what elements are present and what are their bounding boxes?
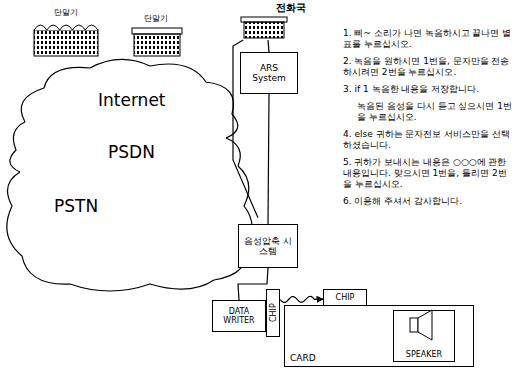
node-label: CHIP — [268, 304, 277, 323]
network-name: Internet — [96, 90, 168, 110]
node-label: SPEAKER — [406, 350, 442, 359]
building-roof — [34, 25, 98, 30]
node-label: 전화국 — [276, 2, 306, 14]
speaker-symbol — [410, 310, 432, 340]
node-label: 단말기 — [144, 14, 168, 23]
office-building — [241, 17, 287, 38]
connector-line — [268, 40, 269, 52]
node-label: CHIP — [336, 293, 355, 302]
instruction-text: 1. 삐~ 소리가 나면 녹음하시고 끝나면 별표를 누르십시오. — [343, 28, 513, 50]
network-name: PSTN — [52, 196, 100, 216]
terminal-node: 단말기 — [128, 12, 184, 58]
instruction-text: 3. if 1 녹음한 내용을 저장합니다. — [343, 84, 513, 95]
terminal-building — [34, 25, 98, 56]
building-body — [134, 34, 180, 56]
node-label: CARD — [290, 353, 316, 363]
process-box: ARS System — [240, 52, 298, 94]
instruction-text: 4. else 귀하는 문자전보 서비스만을 선택하셨습니다. — [343, 129, 513, 151]
node-label: 음성압축 시스템 — [241, 236, 295, 257]
telephone-office: 전화국 — [236, 0, 308, 40]
instruction-text: 5. 귀하가 보내시는 내용은 ○○○에 관한 내용입니다. 맞으시면 1번을,… — [343, 157, 513, 190]
network-name: PSDN — [106, 142, 157, 162]
building-body — [244, 22, 284, 38]
instruction-text: 6. 이용해 주셔서 감사합니다. — [343, 196, 513, 207]
process-box: 음성압축 시스템 — [238, 224, 298, 268]
speaker-magnet — [410, 318, 418, 332]
process-box: DATA WRITER — [212, 300, 266, 332]
chip-box: CHIP — [323, 289, 367, 306]
cloud-outline — [21, 59, 238, 138]
connector-line — [238, 268, 268, 300]
node-label: 단말기 — [54, 8, 78, 17]
network-cloud-node: InternetPSDN PSTN — [0, 56, 258, 294]
building-roof — [241, 17, 287, 22]
instruction-text: 2. 녹음을 원하시면 1번을, 문자만을 전송하시려면 2번을 누르십시오. — [343, 56, 513, 78]
signal-arrow — [280, 296, 323, 302]
building-body — [34, 30, 98, 56]
cloud-outline — [10, 122, 240, 172]
instruction-text: 녹음된 음성을 다시 듣고 싶으시면 1번을 누르십시오. — [343, 101, 513, 123]
chip-box: CHIP — [266, 289, 280, 337]
terminal-building — [132, 28, 182, 56]
instruction-list: 1. 삐~ 소리가 나면 녹음하시고 끝나면 별표를 누르십시오. 2. 녹음을 … — [343, 28, 513, 213]
connector-line — [268, 94, 269, 224]
speaker-box: SPEAKER — [393, 310, 455, 362]
speaker-cone — [418, 310, 432, 340]
network-cloud — [7, 59, 252, 291]
node-label: ARS System — [243, 63, 295, 84]
card-box: CARDCHIPSPEAKER — [284, 305, 474, 367]
building-roof — [132, 28, 182, 34]
cloud-outline — [7, 166, 252, 291]
terminal-node: 단말기 — [30, 6, 102, 58]
node-label: DATA WRITER — [215, 307, 263, 325]
